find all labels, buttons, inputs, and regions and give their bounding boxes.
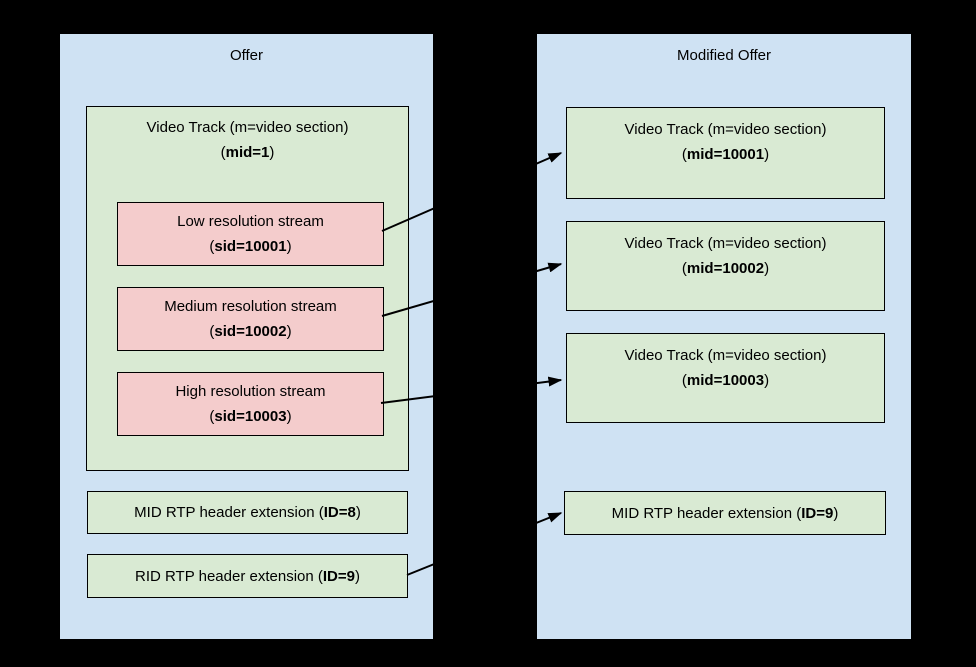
rid-rtp-extension-box: RID RTP header extension (ID=9) [87, 554, 408, 598]
modified-offer-panel-title: Modified Offer [677, 47, 771, 64]
modified-offer-panel: Modified Offer Video Track (m=video sect… [536, 33, 912, 640]
high-resolution-stream-box: High resolution stream (sid=10003) [117, 372, 384, 436]
video-track-line1: Video Track (m=video section) [624, 235, 827, 252]
mid-value: mid=10001 [686, 146, 765, 163]
ext-pre: RID RTP header extension ( [135, 567, 323, 585]
medium-resolution-stream-box: Medium resolution stream (sid=10002) [117, 287, 384, 351]
sid-pre: ( [209, 238, 215, 255]
offer-panel: Offer Video Track (m=video section) (mid… [59, 33, 434, 640]
video-track-mid10002-box: Video Track (m=video section) (mid=10002… [566, 221, 885, 311]
mid-rtp-extension-box-modified: MID RTP header extension (ID=9) [564, 491, 886, 535]
mid-post: ) [269, 144, 275, 161]
video-track-line1: Video Track (m=video section) [624, 121, 827, 138]
mid-pre: ( [681, 372, 687, 389]
ext-id: ID=8 [323, 504, 356, 521]
mid-pre: ( [220, 144, 226, 161]
mid-pre: ( [681, 146, 687, 163]
video-track-mid-line: (mid=10001) [567, 142, 884, 167]
mid-post: ) [764, 260, 770, 277]
mid-value: mid=10002 [686, 260, 765, 277]
stream-sid-line: (sid=10001) [209, 234, 291, 259]
sid-post: ) [286, 323, 292, 340]
sid-post: ) [286, 408, 292, 425]
video-track-line1: Video Track (m=video section) [146, 119, 349, 136]
ext-line: MID RTP header extension (ID=9) [612, 501, 839, 526]
sid-value: sid=10002 [214, 323, 287, 340]
mid-value: mid=1 [225, 144, 270, 161]
ext-pre: MID RTP header extension ( [611, 504, 802, 522]
video-track-mid-line: (mid=1) [87, 140, 408, 165]
mid-post: ) [764, 146, 770, 163]
video-track-mid10001-box: Video Track (m=video section) (mid=10001… [566, 107, 885, 199]
sid-value: sid=10001 [214, 238, 287, 255]
ext-post: ) [355, 504, 361, 521]
stream-line1: High resolution stream [175, 383, 326, 400]
mid-value: mid=10003 [686, 372, 765, 389]
ext-post: ) [354, 567, 360, 585]
mid-post: ) [764, 372, 770, 389]
sid-post: ) [286, 238, 292, 255]
ext-line: RID RTP header extension (ID=9) [135, 564, 360, 589]
video-track-mid10003-box: Video Track (m=video section) (mid=10003… [566, 333, 885, 423]
video-track-container: Video Track (m=video section) (mid=1) Lo… [86, 106, 409, 471]
video-track-mid-line: (mid=10002) [567, 256, 884, 281]
low-resolution-stream-box: Low resolution stream (sid=10001) [117, 202, 384, 266]
video-track-mid-line: (mid=10003) [567, 368, 884, 393]
sid-pre: ( [209, 408, 215, 425]
ext-id: ID=9 [322, 567, 355, 585]
video-track-line1: Video Track (m=video section) [624, 347, 827, 364]
ext-line: MID RTP header extension (ID=8) [134, 500, 361, 525]
ext-id: ID=9 [801, 504, 834, 522]
stream-sid-line: (sid=10003) [209, 404, 291, 429]
ext-pre: MID RTP header extension ( [134, 504, 324, 521]
offer-panel-title: Offer [229, 47, 264, 64]
sid-pre: ( [209, 323, 215, 340]
ext-post: ) [833, 504, 839, 522]
stream-sid-line: (sid=10002) [209, 319, 291, 344]
stream-line1: Medium resolution stream [164, 298, 337, 315]
sid-value: sid=10003 [214, 408, 287, 425]
mid-rtp-extension-box: MID RTP header extension (ID=8) [87, 491, 408, 534]
mid-pre: ( [681, 260, 687, 277]
stream-line1: Low resolution stream [177, 213, 324, 230]
